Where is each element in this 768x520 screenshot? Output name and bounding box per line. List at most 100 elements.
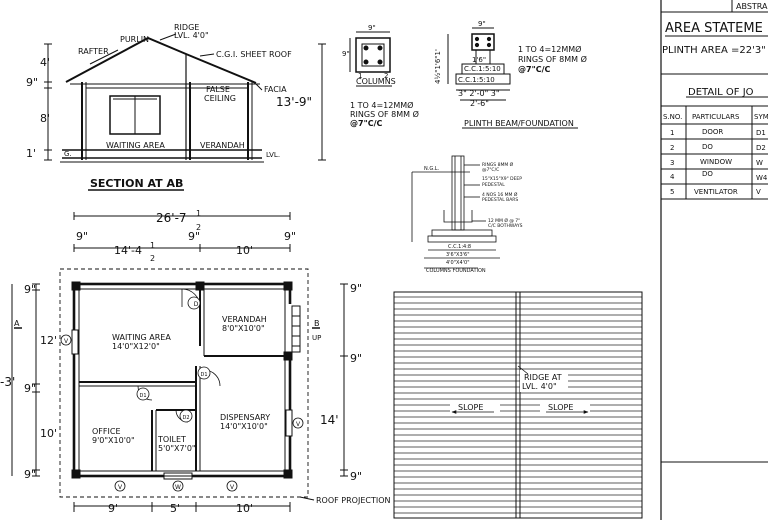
- joinery-header-particulars: PARTICULARS: [692, 113, 740, 121]
- plan-bottom-dim-3: 10': [236, 502, 253, 515]
- joinery-row1-part: DOOR: [702, 128, 723, 136]
- room-verandah-size: 8'0"X10'0": [222, 324, 265, 333]
- plan-right-dim-4: 9": [350, 470, 362, 483]
- right-panel-labels: ABSTRA AREA STATEME PLINTH AREA =22'3" D…: [662, 2, 768, 196]
- column-detail-labels: 9" 9" 1 2 COLUMNS 1 TO 4=12MMØ RINGS OF …: [342, 24, 419, 128]
- plinth-bottom-dim-2: 2'-6": [470, 99, 489, 108]
- footing-note-4: PEDESTAL: [482, 182, 505, 188]
- column-detail: [349, 31, 392, 87]
- plan-total-width: 26'-7: [156, 211, 187, 225]
- joinery-row3-part: WINDOW: [700, 158, 732, 166]
- footing-bottom-dim-2: 4'0"X4'0": [446, 260, 470, 266]
- floor-level-label: LVL.: [266, 151, 280, 159]
- plinth-width-dim: 1'6": [472, 56, 486, 64]
- cgi-roof-label: C.G.I. SHEET ROOF: [216, 50, 292, 59]
- false-ceiling-label-2: CEILING: [204, 94, 236, 103]
- room-verandah-name: VERANDAH: [222, 315, 267, 324]
- section-drawing: [44, 33, 326, 191]
- joinery-row5-sno: 5: [670, 188, 674, 196]
- joinery-row5-part: VENTILATOR: [694, 188, 738, 196]
- section-labels: PURLIN RIDGE LVL. 4'0" RAFTER C.G.I. SHE…: [26, 23, 312, 190]
- plinth-title: PLINTH BEAM/FOUNDATION: [464, 119, 574, 128]
- plan-bottom-dim-1: 9': [108, 502, 118, 515]
- roof-slope-right: SLOPE: [548, 403, 573, 412]
- plinth-cc1: C.C.1:5:10: [464, 65, 501, 73]
- plan-left-dim-3: 9": [24, 382, 36, 395]
- column-rings-note: RINGS OF 8MM Ø: [350, 109, 419, 119]
- roof-line: [65, 36, 257, 84]
- room-dispensary-size: 14'0"X10'0": [220, 422, 268, 431]
- footing-note-5: 4 NOS 16 MM Ø: [482, 191, 518, 198]
- column-bars-note: 1 TO 4=12MMØ: [350, 100, 413, 110]
- joinery-row4-part: DO: [702, 170, 713, 178]
- plan-top-9in-a: 9": [76, 230, 88, 243]
- joinery-row3-sno: 3: [670, 159, 674, 167]
- section-waiting-area: WAITING AREA: [106, 141, 165, 150]
- plan-left-width-frac-num: 1: [150, 241, 155, 250]
- footing-note-1: RINGS 8MM Ø: [482, 161, 514, 168]
- plinth-spacing-note: @7"C/C: [518, 65, 551, 74]
- vent-mark-2: V: [296, 421, 301, 428]
- room-office-name: OFFICE: [92, 427, 121, 436]
- footing-cc: C.C.1:4:8: [448, 244, 471, 250]
- column-spacing-note: @7"C/C: [350, 119, 383, 128]
- room-toilet-size: 5'0"X7'0": [158, 444, 196, 453]
- roof-projection-label: ROOF PROJECTION: [316, 496, 391, 505]
- vent-mark-4: V: [230, 484, 235, 491]
- footing-ngl: N.G.L.: [424, 166, 440, 172]
- dim-4ft: 4': [40, 56, 50, 69]
- ridge-label: RIDGE: [174, 23, 199, 32]
- ground-label: G.: [64, 150, 72, 158]
- joinery-row2-sno: 2: [670, 144, 674, 152]
- dim-9in: 9": [26, 76, 38, 89]
- joinery-row1-sym: D1: [756, 129, 766, 137]
- footing-note-2: @7"C/C: [482, 167, 499, 173]
- joinery-row1-sno: 1: [670, 129, 674, 137]
- column-title: COLUMNS: [356, 77, 396, 86]
- plan-left-dim-4: 10': [40, 427, 57, 440]
- footing-detail-labels: RINGS 8MM Ø @7"C/C 15"X15"X9" DEEP PEDES…: [424, 161, 523, 274]
- room-toilet-name: TOILET: [157, 435, 186, 444]
- dim-1ft: 1': [26, 147, 36, 160]
- plan-marks: [60, 296, 304, 492]
- joinery-header-sym: SYM: [754, 113, 768, 121]
- joinery-row3-sym: W: [756, 159, 763, 167]
- column-mark-1: 1: [358, 72, 362, 80]
- joinery-row2-sym: D2: [756, 144, 766, 152]
- footing-note-7: 12 MM Ø @ 7": [488, 217, 520, 224]
- joinery-row4-sym: W4: [756, 174, 768, 182]
- roof-plan: [393, 291, 643, 519]
- room-office-size: 9'0"X10'0": [92, 436, 135, 445]
- purlin-label: PURLIN: [120, 35, 149, 44]
- right-panel: [660, 0, 768, 520]
- joinery-header-sno: S.NO.: [663, 113, 682, 121]
- plinth-bars-note: 1 TO 4=12MMØ: [518, 44, 581, 54]
- footing-title: COLUMNS FOUNDATION: [426, 268, 486, 274]
- rafter-label: RAFTER: [78, 47, 109, 56]
- column-top-dim: 9": [368, 24, 376, 32]
- dim-13ft-9in: 13'-9": [276, 95, 312, 109]
- room-dispensary-name: DISPENSARY: [220, 413, 270, 422]
- plan-right-dim-3: 14': [320, 413, 339, 427]
- area-statement-title: AREA STATEME: [665, 21, 763, 36]
- section-verandah: VERANDAH: [200, 141, 245, 150]
- plan-left-width: 14'-4: [114, 244, 142, 257]
- footing-note-6: PEDESTAL BARS: [482, 197, 518, 203]
- joinery-row4-sno: 4: [670, 173, 675, 181]
- plan-right-dim-1: 9": [350, 282, 362, 295]
- plinth-cc2: C.C.1:5:10: [458, 76, 495, 84]
- vent-mark-3: V: [118, 484, 123, 491]
- door-mark-d1-b: D1: [139, 393, 146, 399]
- abstract-fragment: ABSTRA: [736, 2, 768, 11]
- footing-note-3: 15"X15"X9" DEEP: [482, 176, 522, 182]
- plan-left-dim-2: 12': [40, 334, 57, 347]
- door-mark-d1-a: D1: [200, 372, 207, 378]
- ridge-level-label: LVL. 4'0": [174, 31, 209, 40]
- false-ceiling-label: FALSE: [206, 85, 230, 94]
- room-waiting-area-name: WAITING AREA: [112, 333, 171, 342]
- plan-total-width-frac-num: 1: [196, 209, 201, 218]
- plan-bottom-dim-2: 5': [170, 502, 180, 515]
- vent-mark-1: V: [64, 338, 69, 345]
- dim-8ft: 8': [40, 112, 50, 125]
